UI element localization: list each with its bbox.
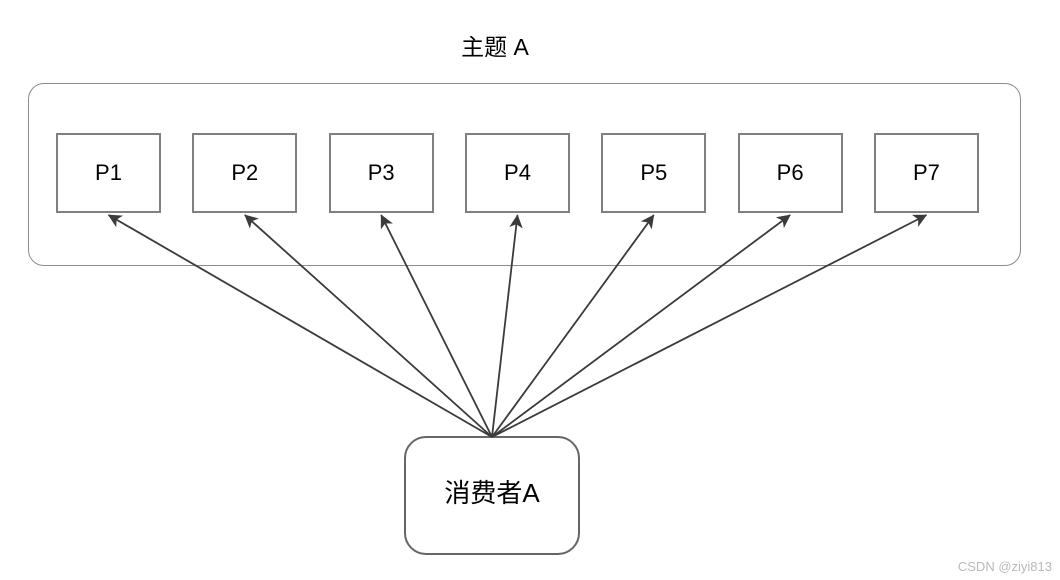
partition-box-p6: P6: [737, 133, 843, 213]
partition-label: P3: [367, 160, 395, 185]
partition-label: P7: [913, 160, 940, 185]
partition-label: P1: [95, 160, 122, 185]
partition-label: P2: [231, 160, 259, 185]
partition-row: P1 P2 P3 P4 P5 P6 P7: [29, 133, 1020, 213]
partition-box-p1: P1: [56, 133, 161, 213]
consumer-label: 消费者A: [444, 478, 540, 508]
partition-label: P5: [640, 160, 668, 185]
partition-box-p3: P3: [328, 133, 434, 213]
partition-box-p5: P5: [601, 133, 707, 213]
watermark: CSDN @ziyi813: [957, 559, 1052, 574]
partition-label: P6: [776, 160, 804, 185]
topic-title: 主题 A: [461, 34, 529, 60]
partition-box-p4: P4: [464, 133, 570, 213]
partition-label: P4: [504, 160, 531, 185]
topic-container: P1 P2 P3 P4 P5 P6 P7: [28, 83, 1021, 266]
consumer-box: 消费者A: [404, 436, 580, 555]
partition-box-p2: P2: [192, 133, 298, 213]
partition-box-p7: P7: [873, 133, 979, 213]
